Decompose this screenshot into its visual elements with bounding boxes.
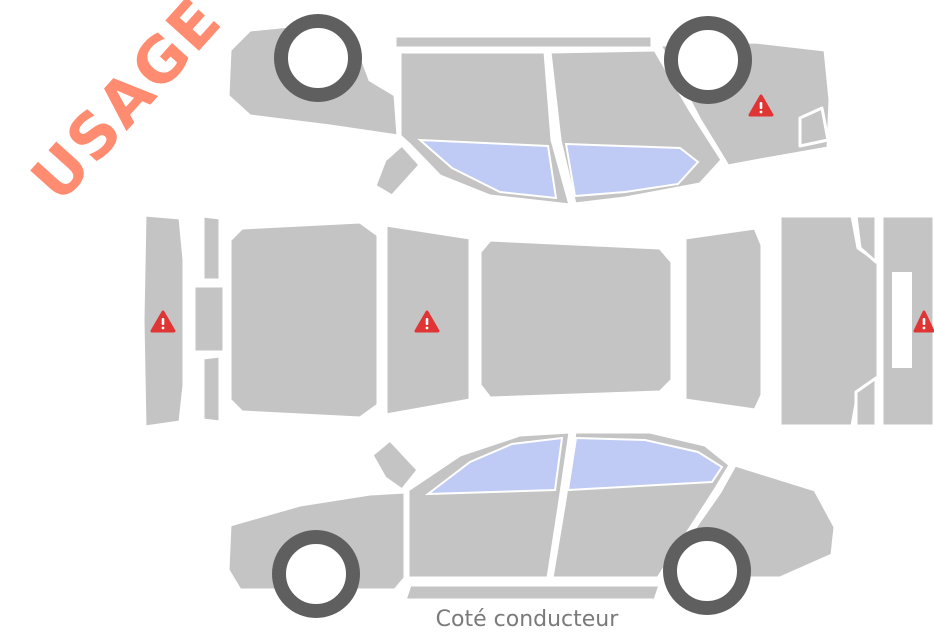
front-left-wheel[interactable] bbox=[279, 537, 353, 611]
rear-right-light[interactable] bbox=[203, 356, 220, 422]
rear-left-light[interactable] bbox=[203, 216, 220, 280]
driver-side-caption: Coté conducteur bbox=[436, 607, 620, 632]
front-windshield[interactable] bbox=[685, 228, 762, 410]
passenger-side-view bbox=[228, 21, 830, 205]
driver-side-view bbox=[228, 432, 835, 611]
rear-right-wheel[interactable] bbox=[281, 21, 355, 95]
rear-left-wheel[interactable] bbox=[670, 534, 744, 608]
front-right-wheel[interactable] bbox=[671, 23, 745, 97]
roof-rail-bottom[interactable] bbox=[405, 585, 660, 600]
roof[interactable] bbox=[480, 240, 672, 398]
top-view bbox=[143, 215, 934, 427]
usage-watermark: USAGE bbox=[17, 0, 236, 215]
roof-rail-top[interactable] bbox=[395, 36, 652, 48]
left-side-mirror[interactable] bbox=[372, 440, 418, 490]
trunk-lid[interactable] bbox=[230, 222, 378, 418]
trunk-lid-edge[interactable] bbox=[194, 286, 224, 352]
front-grille-slot bbox=[892, 272, 912, 368]
right-side-mirror[interactable] bbox=[375, 145, 420, 196]
